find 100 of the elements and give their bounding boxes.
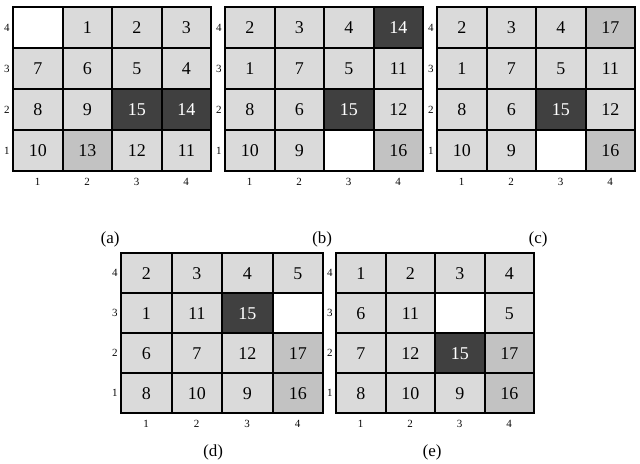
row-number: 1 (4, 146, 10, 156)
column-number: 3 (244, 419, 250, 430)
numbered-cell: 11 (586, 49, 634, 88)
numbered-cell: 10 (438, 131, 486, 170)
numbered-cell: 2 (386, 254, 434, 292)
numbered-cell: 1 (337, 254, 384, 292)
numbered-cell: 8 (122, 374, 170, 412)
column-number: 3 (558, 177, 564, 188)
column-number: 4 (607, 177, 613, 188)
numbered-cell: 9 (276, 131, 323, 170)
grid-panel (335, 252, 535, 414)
column-number: 2 (508, 177, 514, 188)
numbered-cell: 2 (438, 8, 486, 47)
row-number: 2 (428, 104, 434, 116)
numbered-cell: 3 (172, 254, 221, 292)
numbered-cell: 10 (14, 131, 62, 170)
numbered-cell: 14 (162, 90, 210, 129)
numbered-cell: 4 (486, 254, 533, 292)
panel-caption: (d) (203, 442, 223, 459)
numbered-cell: 6 (122, 334, 170, 372)
numbered-cell: 10 (386, 374, 434, 412)
row-number: 4 (428, 22, 434, 34)
grid-panel (120, 252, 324, 414)
numbered-cell: 16 (486, 374, 533, 412)
empty-cell (325, 131, 372, 170)
row-number: 3 (216, 64, 222, 74)
numbered-cell: 10 (172, 374, 221, 412)
numbered-cell: 4 (223, 254, 272, 292)
column-number: 2 (194, 419, 200, 430)
numbered-cell: 9 (488, 131, 535, 170)
numbered-cell: 1 (226, 49, 274, 88)
column-number: 4 (183, 177, 189, 188)
numbered-cell: 15 (436, 334, 484, 372)
row-number: 2 (327, 348, 332, 359)
column-number: 1 (34, 177, 40, 188)
column-number: 4 (395, 177, 401, 188)
column-number: 1 (246, 177, 252, 188)
numbered-cell: 12 (374, 90, 422, 129)
column-number: 2 (296, 177, 302, 188)
grid-panel (12, 6, 212, 172)
numbered-cell: 12 (586, 90, 634, 129)
row-number: 3 (4, 64, 10, 74)
row-number: 3 (112, 308, 118, 319)
numbered-cell: 9 (64, 90, 111, 129)
numbered-cell: 3 (488, 8, 535, 47)
column-number: 1 (458, 177, 464, 188)
row-number: 1 (428, 146, 434, 156)
numbered-cell: 15 (223, 294, 272, 332)
empty-cell (14, 8, 62, 47)
column-number: 3 (134, 177, 140, 188)
row-number: 3 (327, 308, 332, 319)
row-number: 4 (112, 268, 118, 279)
column-number: 3 (346, 177, 352, 188)
numbered-cell: 14 (374, 8, 422, 47)
numbered-cell: 9 (436, 374, 484, 412)
numbered-cell: 11 (374, 49, 422, 88)
panel-caption: (a) (100, 229, 120, 246)
numbered-cell: 11 (386, 294, 434, 332)
numbered-cell: 17 (274, 334, 322, 372)
numbered-cell: 3 (436, 254, 484, 292)
numbered-cell: 8 (14, 90, 62, 129)
column-number: 1 (358, 419, 364, 430)
numbered-cell: 12 (223, 334, 272, 372)
numbered-cell: 5 (274, 254, 322, 292)
row-number: 1 (327, 388, 332, 399)
numbered-cell: 1 (64, 8, 111, 47)
numbered-cell: 8 (438, 90, 486, 129)
row-number: 2 (216, 104, 222, 116)
numbered-cell: 6 (276, 90, 323, 129)
row-number: 4 (216, 22, 222, 34)
numbered-cell: 13 (64, 131, 111, 170)
column-number: 4 (294, 419, 300, 430)
numbered-cell: 17 (486, 334, 533, 372)
numbered-cell: 4 (162, 49, 210, 88)
numbered-cell: 15 (537, 90, 584, 129)
numbered-cell: 1 (122, 294, 170, 332)
numbered-cell: 7 (276, 49, 323, 88)
numbered-cell: 2 (226, 8, 274, 47)
panel-caption: (c) (528, 229, 548, 246)
numbered-cell: 4 (537, 8, 584, 47)
numbered-cell: 15 (325, 90, 372, 129)
numbered-cell: 7 (172, 334, 221, 372)
numbered-cell: 8 (337, 374, 384, 412)
column-number: 2 (407, 419, 413, 430)
empty-cell (537, 131, 584, 170)
grid-panel (436, 6, 636, 172)
numbered-cell: 16 (274, 374, 322, 412)
empty-cell (436, 294, 484, 332)
numbered-cell: 7 (337, 334, 384, 372)
numbered-cell: 2 (122, 254, 170, 292)
numbered-cell: 9 (223, 374, 272, 412)
numbered-cell: 6 (337, 294, 384, 332)
numbered-cell: 10 (226, 131, 274, 170)
numbered-cell: 12 (386, 334, 434, 372)
column-number: 4 (506, 419, 512, 430)
numbered-cell: 5 (486, 294, 533, 332)
numbered-cell: 7 (14, 49, 62, 88)
numbered-cell: 6 (488, 90, 535, 129)
panel-caption: (b) (312, 229, 332, 246)
empty-cell (274, 294, 322, 332)
